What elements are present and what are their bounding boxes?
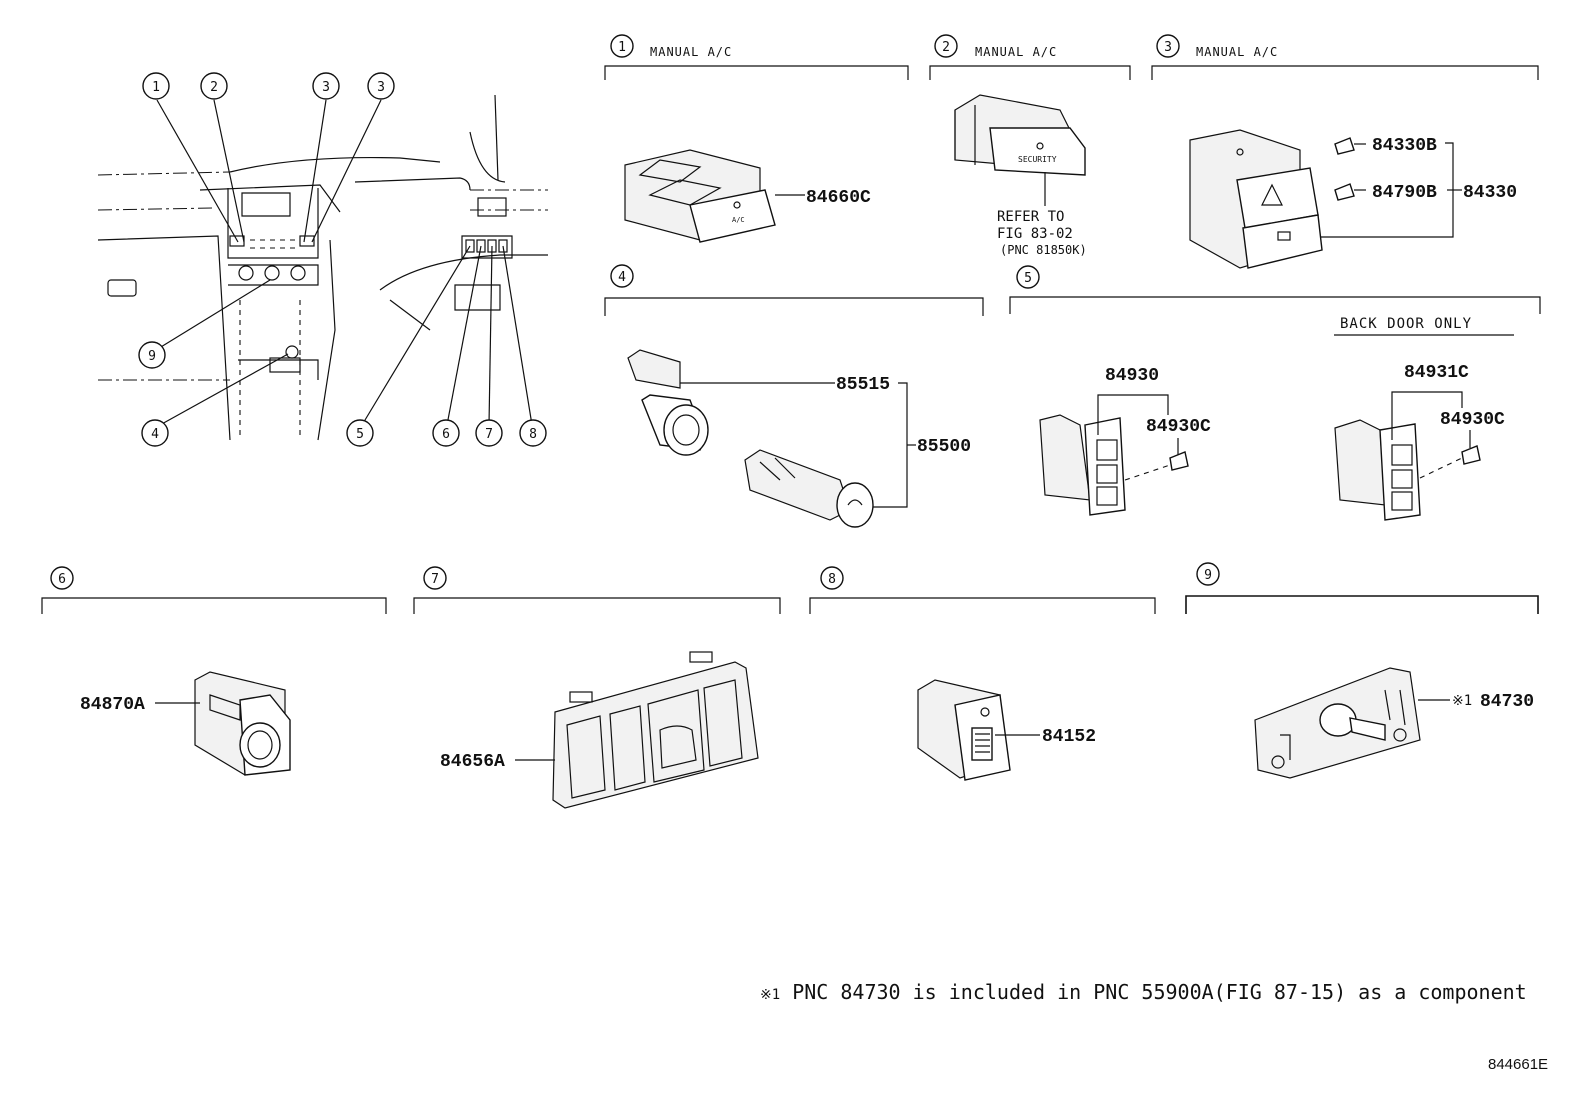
callout-9: 9 xyxy=(138,341,166,369)
section-6: 6 84870A xyxy=(41,566,387,776)
svg-text:REFER TO: REFER TO xyxy=(997,209,1064,225)
callout-3a: 3 xyxy=(312,72,340,100)
svg-text:5: 5 xyxy=(356,427,364,442)
svg-text:3: 3 xyxy=(322,80,330,95)
svg-text:1: 1 xyxy=(152,80,160,95)
svg-text:84330: 84330 xyxy=(1463,183,1517,203)
callout-6: 6 xyxy=(432,419,460,447)
section-8: 8 84152 xyxy=(809,566,1156,781)
svg-text:6: 6 xyxy=(58,572,66,587)
svg-text:3: 3 xyxy=(377,80,385,95)
cigarette-lighter-part xyxy=(744,449,874,528)
part-number-84660C: 84660C xyxy=(806,188,871,208)
section-9: 9 ※1 84730 xyxy=(1185,562,1539,779)
svg-text:84930: 84930 xyxy=(1105,366,1159,386)
svg-text:84930C: 84930C xyxy=(1440,410,1505,430)
footnote-mark: ※1 xyxy=(760,987,781,1003)
section-3: 3 MANUAL A/C 84330B 84790B 84330 xyxy=(1151,34,1539,269)
section-5: 5 BACK DOOR ONLY 84930 84930C 84931C xyxy=(1009,265,1541,521)
clip-84790B xyxy=(1334,183,1366,201)
security-switch-part: SECURITY xyxy=(954,94,1086,176)
section-2: 2 MANUAL A/C SECURITY REFER TO FIG 83-02… xyxy=(929,34,1131,257)
dimmer-switch-part xyxy=(917,679,1011,781)
svg-text:MANUAL A/C: MANUAL A/C xyxy=(650,45,732,59)
window-switch-right-part xyxy=(1334,419,1421,521)
svg-text:BACK DOOR ONLY: BACK DOOR ONLY xyxy=(1340,316,1472,332)
figure-id: 844661E xyxy=(1488,1056,1549,1073)
footnote-text: PNC 84730 is included in PNC 55900A(FIG … xyxy=(792,980,1527,1004)
svg-text:9: 9 xyxy=(1204,568,1212,583)
svg-text:7: 7 xyxy=(485,427,493,442)
svg-text:3: 3 xyxy=(1164,40,1172,55)
svg-text:8: 8 xyxy=(828,572,836,587)
callout-8: 8 xyxy=(519,419,547,447)
svg-text:84870A: 84870A xyxy=(80,695,145,715)
svg-text:84730: 84730 xyxy=(1480,692,1534,712)
section-4: 4 85515 85500 xyxy=(604,264,984,528)
svg-text:84656A: 84656A xyxy=(440,752,505,772)
svg-text:84152: 84152 xyxy=(1042,727,1096,747)
svg-text:85500: 85500 xyxy=(917,437,971,457)
callout-7: 7 xyxy=(475,419,503,447)
svg-text:7: 7 xyxy=(431,572,439,587)
footnote: ※1 PNC 84730 is included in PNC 55900A(F… xyxy=(760,980,1527,1004)
clip-84330B xyxy=(1334,137,1366,155)
svg-text:84930C: 84930C xyxy=(1146,417,1211,437)
svg-text:MANUAL A/C: MANUAL A/C xyxy=(1196,45,1278,59)
svg-text:84931C: 84931C xyxy=(1404,363,1469,383)
svg-text:1: 1 xyxy=(618,40,626,55)
ac-switch-part: A/C xyxy=(624,149,776,243)
svg-text:8: 8 xyxy=(529,427,537,442)
section-7: 7 84656A xyxy=(413,566,781,809)
svg-text:A/C: A/C xyxy=(732,216,745,224)
dashboard-overview: 1 2 3 3 9 4 5 6 7 8 xyxy=(97,72,548,447)
callout-3b: 3 xyxy=(367,72,395,100)
svg-text:84330B: 84330B xyxy=(1372,136,1437,156)
svg-text:(PNC 81850K): (PNC 81850K) xyxy=(1000,243,1087,257)
svg-text:2: 2 xyxy=(210,80,218,95)
mirror-switch-part xyxy=(194,671,291,776)
svg-text:SECURITY: SECURITY xyxy=(1018,155,1057,164)
callout-5: 5 xyxy=(346,419,374,447)
svg-text:5: 5 xyxy=(1024,271,1032,286)
svg-text:MANUAL A/C: MANUAL A/C xyxy=(975,45,1057,59)
svg-text:84790B: 84790B xyxy=(1372,183,1437,203)
svg-text:9: 9 xyxy=(148,349,156,364)
svg-text:85515: 85515 xyxy=(836,375,890,395)
section-1: 1 MANUAL A/C A/C 84660C xyxy=(604,34,909,243)
svg-text:4: 4 xyxy=(151,427,159,442)
svg-text:※1: ※1 xyxy=(1452,693,1472,709)
lighter-socket-part xyxy=(627,349,709,456)
mirror-control-part xyxy=(1254,667,1421,779)
svg-text:2: 2 xyxy=(942,40,950,55)
svg-text:FIG 83-02: FIG 83-02 xyxy=(997,226,1073,242)
svg-text:6: 6 xyxy=(442,427,450,442)
callout-2: 2 xyxy=(200,72,228,100)
hazard-switch-part xyxy=(1189,129,1323,269)
svg-text:4: 4 xyxy=(618,270,626,285)
callout-4: 4 xyxy=(141,419,169,447)
callout-1: 1 xyxy=(142,72,170,100)
switch-bezel-part xyxy=(552,651,759,809)
window-switch-left-part xyxy=(1039,414,1126,516)
